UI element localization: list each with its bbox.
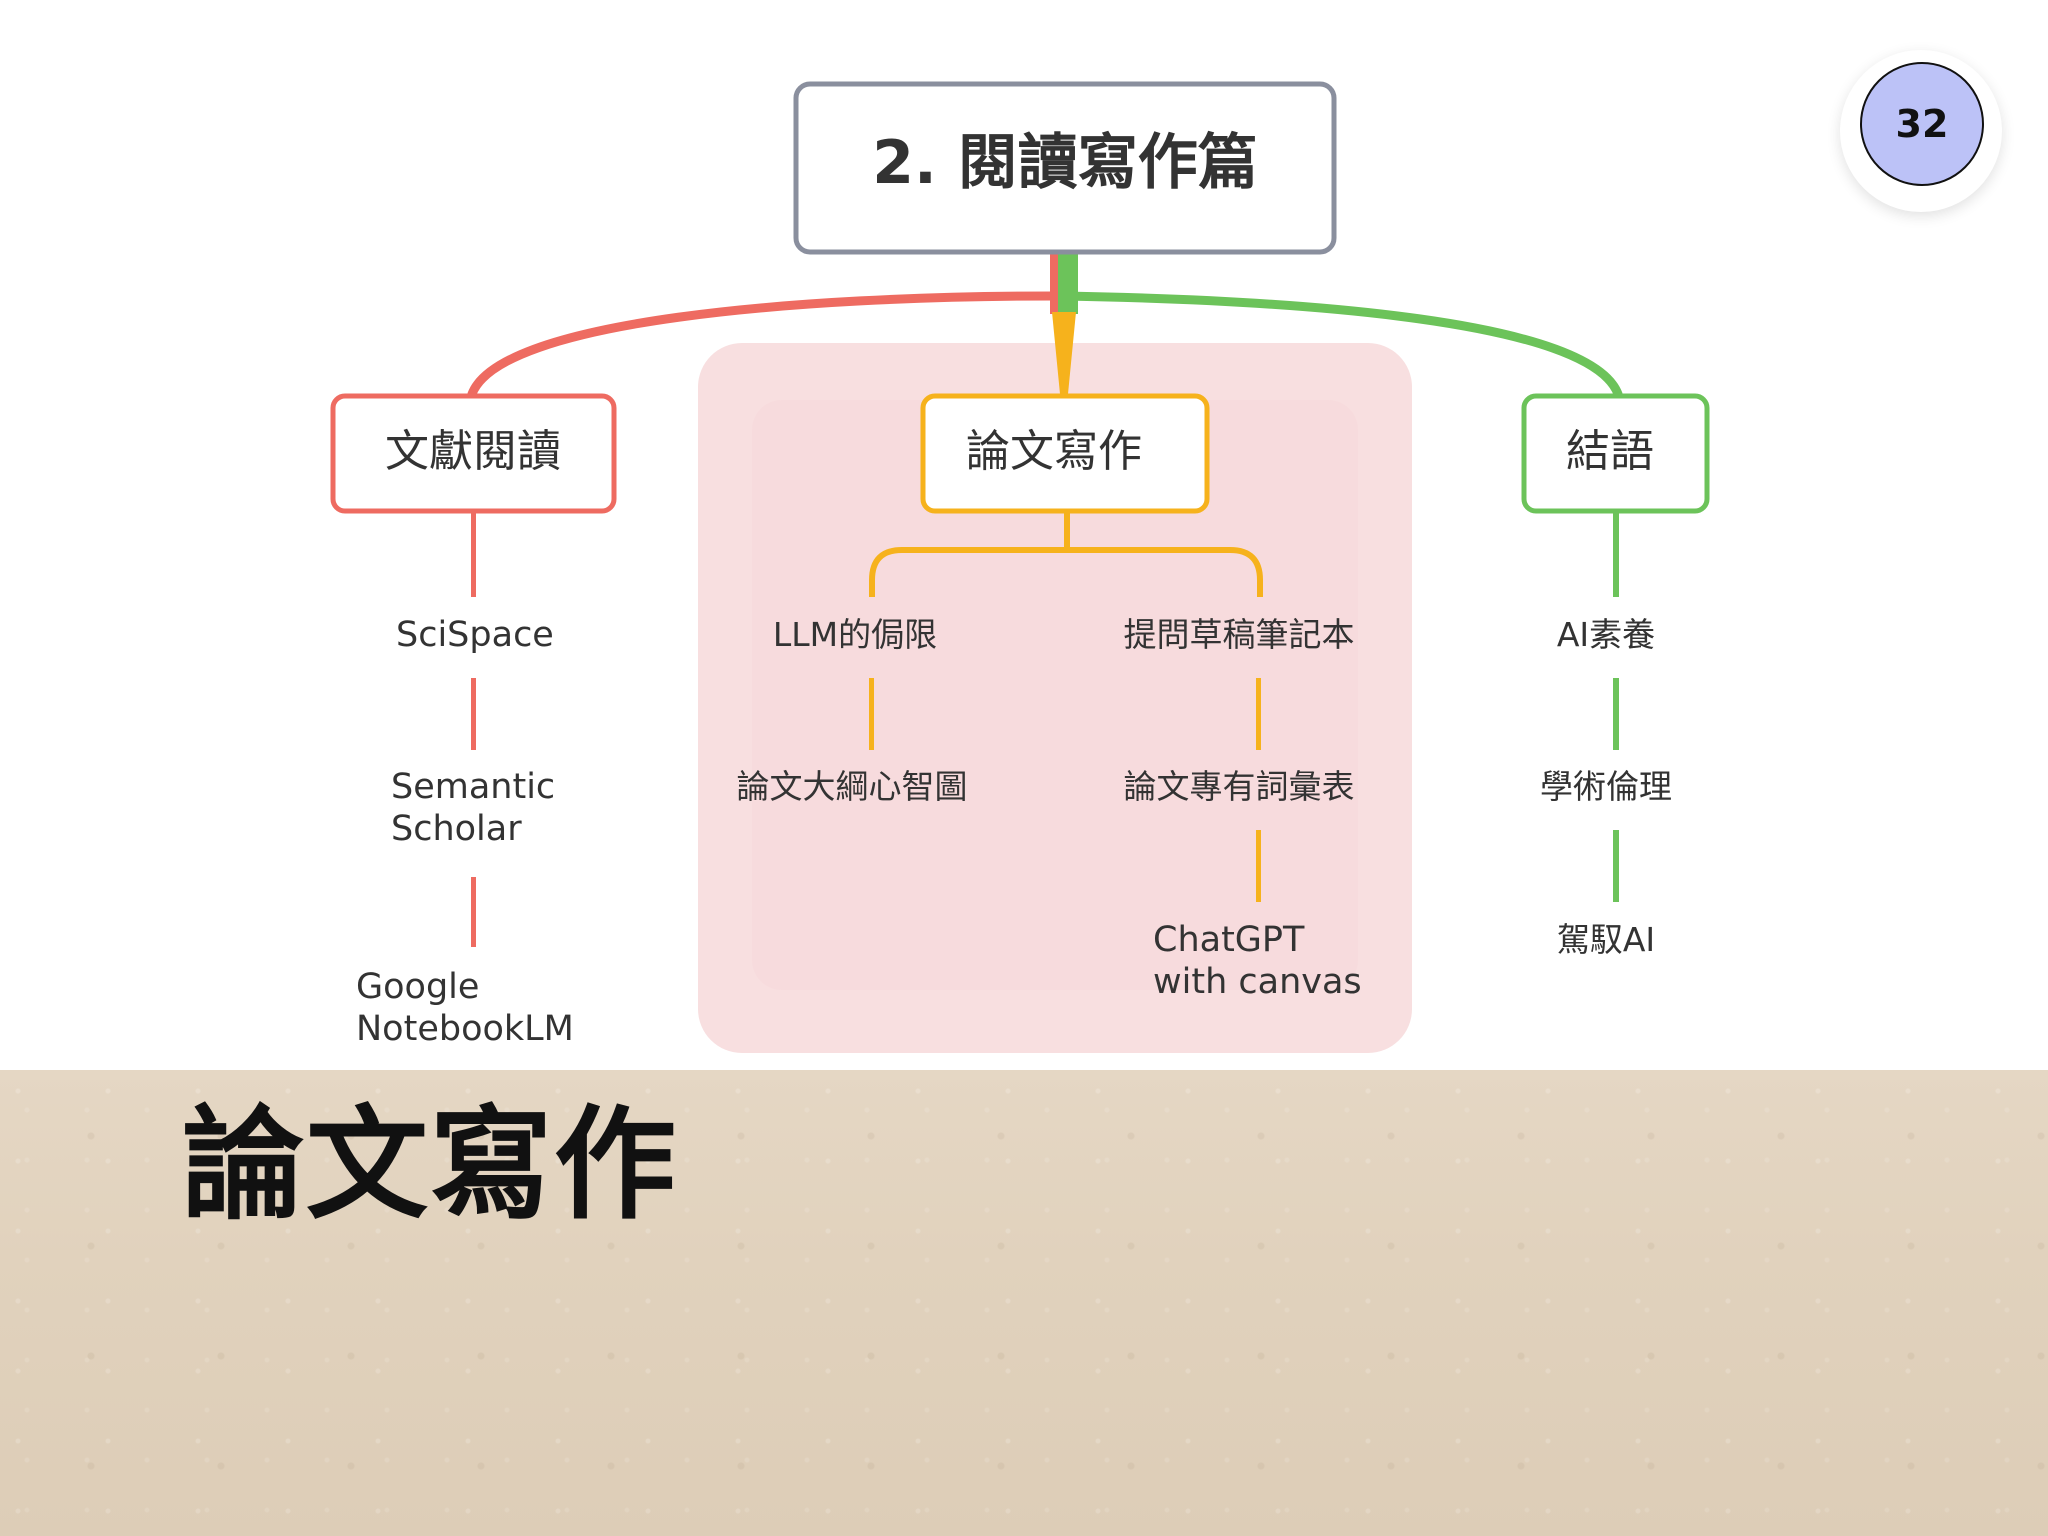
node-ai-literacy: AI素養 bbox=[1557, 615, 1655, 654]
connector-root-stem-red bbox=[1050, 254, 1058, 314]
line-conclusion-3 bbox=[1613, 830, 1619, 902]
page-number: 32 bbox=[1860, 62, 1984, 186]
line-literature-3 bbox=[471, 877, 476, 947]
branch-label-conclusion: 結語 bbox=[1566, 426, 1654, 477]
line-thesis-right-2 bbox=[1256, 830, 1261, 902]
node-draft-notebook: 提問草稿筆記本 bbox=[1124, 615, 1355, 654]
branch-label-literature: 文獻閱讀 bbox=[385, 426, 561, 477]
root-node bbox=[793, 81, 1337, 255]
node-master-ai: 駕馭AI bbox=[1557, 920, 1655, 959]
line-thesis-split bbox=[869, 547, 1263, 597]
line-thesis-right-1 bbox=[1256, 678, 1261, 750]
paper-background bbox=[0, 1070, 2048, 1536]
connector-root-stem-green bbox=[1058, 254, 1078, 314]
slide-title: 論文寫作 bbox=[182, 1094, 678, 1236]
connector-root-center bbox=[1052, 312, 1076, 394]
node-scispace: SciSpace bbox=[396, 615, 554, 655]
connector-root-left bbox=[467, 291, 1060, 399]
line-conclusion-2 bbox=[1613, 678, 1619, 750]
line-thesis-left bbox=[869, 678, 874, 750]
node-llm-limits: LLM的侷限 bbox=[773, 615, 937, 654]
node-outline-mindmap: 論文大綱心智圖 bbox=[737, 767, 968, 806]
line-literature-1 bbox=[471, 511, 476, 597]
connector-root-right bbox=[1055, 291, 1623, 399]
root-node-label: 2. 閱讀寫作篇 bbox=[872, 128, 1257, 198]
page-number-badge: 32 bbox=[1840, 50, 2002, 212]
node-glossary: 論文專有詞彙表 bbox=[1124, 767, 1355, 806]
line-conclusion-1 bbox=[1613, 511, 1619, 597]
line-literature-2 bbox=[471, 678, 476, 750]
node-academic-ethics: 學術倫理 bbox=[1540, 767, 1672, 806]
branch-label-thesis-writing: 論文寫作 bbox=[966, 426, 1142, 477]
line-thesis-stem bbox=[1064, 511, 1070, 551]
